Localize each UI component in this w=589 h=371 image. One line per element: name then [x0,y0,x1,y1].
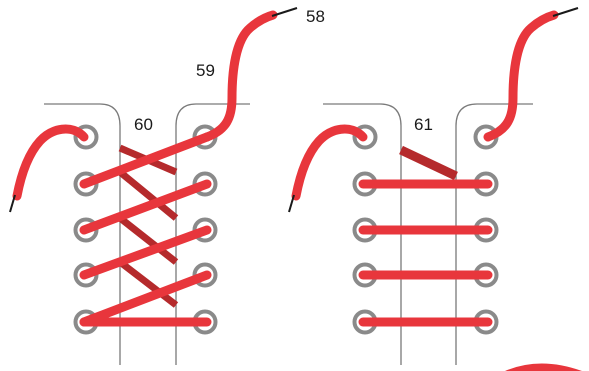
partial-lace-arc [505,364,582,371]
straight-bar-lace-segments [363,184,488,322]
straight-bar-lacing: 61 [289,8,582,371]
right-lace-loose-end [488,15,554,137]
label-lace-tip: 58 [306,7,325,26]
left-aglet [289,195,294,212]
label-lace-end: 59 [196,61,215,80]
criss-cross-lacing: 58 59 60 [10,7,325,365]
label-criss-cross: 60 [134,115,153,134]
front-lace-segments [84,137,207,322]
underside-lace-segment [401,150,456,176]
right-lace-loose-end [207,15,273,137]
label-straight-bar: 61 [414,115,433,134]
left-aglet [10,195,15,212]
